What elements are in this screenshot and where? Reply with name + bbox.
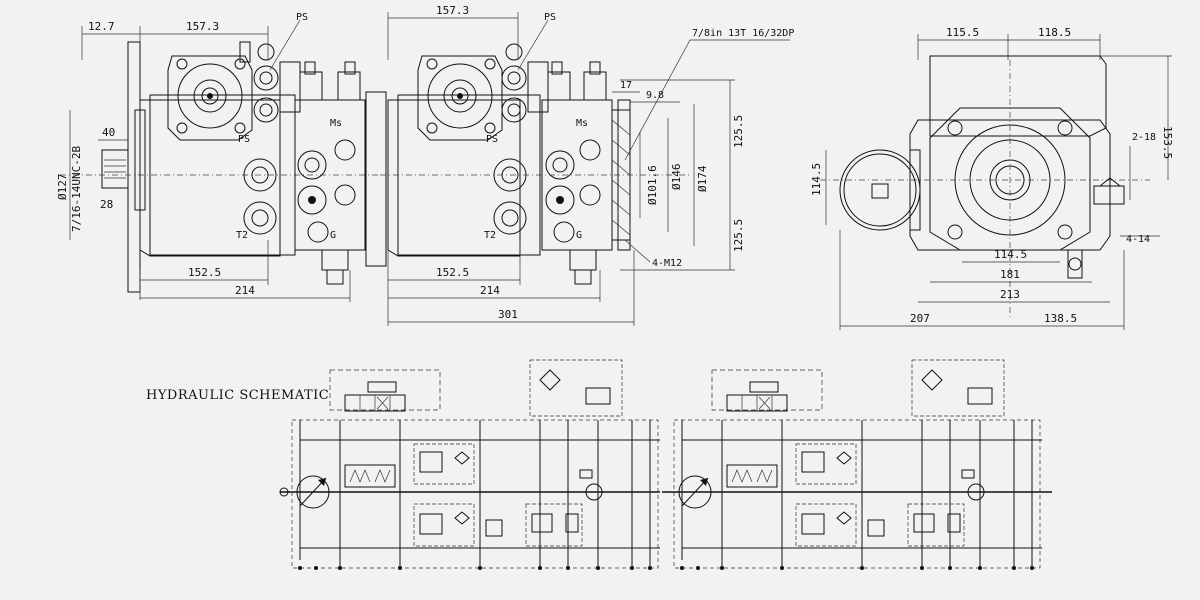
dim-9-8: 9.8 <box>646 90 664 101</box>
label-g-1: G <box>330 230 336 241</box>
label-t2-2: T2 <box>484 230 496 241</box>
label-g-2: G <box>576 230 582 241</box>
hole-2-18: 2-18 <box>1132 132 1156 143</box>
label-ps-top-2: PS <box>544 12 556 23</box>
label-t2-1: T2 <box>236 230 248 241</box>
label-ps-2: PS <box>486 134 498 145</box>
thread-spec: 7/16-14UNC-2B <box>70 146 83 232</box>
port-markers-2 <box>680 566 1034 570</box>
label-ms-2: Ms <box>576 118 588 129</box>
port-markers-1 <box>298 566 652 570</box>
dim-114-5-v: 114.5 <box>810 163 823 196</box>
coupling-plate <box>365 91 387 267</box>
dia-146: Ø146 <box>670 164 683 191</box>
front-view-2: 157.3 PS PS T2 <box>380 4 794 326</box>
dim-157-3-a: 157.3 <box>186 20 219 33</box>
dia-127: Ø127 <box>56 174 69 201</box>
dim-181: 181 <box>1000 268 1020 281</box>
dia-174: Ø174 <box>696 165 709 192</box>
dim-214-b: 214 <box>480 284 500 297</box>
front-view-1: 12.7 157.3 Ø127 7/16-14UNC-2B 40 28 <box>56 12 380 302</box>
dim-114-5-h: 114.5 <box>994 248 1027 261</box>
dim-301: 301 <box>498 308 518 321</box>
schematic-unit-2 <box>662 359 1052 570</box>
dim-12-7: 12.7 <box>88 20 115 33</box>
dim-213: 213 <box>1000 288 1020 301</box>
dim-125-5-bot: 125.5 <box>732 219 745 252</box>
dim-138-5: 138.5 <box>1044 312 1077 325</box>
schematic-unit-1 <box>279 359 660 570</box>
spline-spec: 7/8in 13T 16/32DP <box>692 28 794 39</box>
dim-207: 207 <box>910 312 930 325</box>
dim-40: 40 <box>102 126 115 139</box>
dim-118-5: 118.5 <box>1038 26 1071 39</box>
dim-214-a: 214 <box>235 284 255 297</box>
hole-4-14: 4-14 <box>1126 234 1150 245</box>
bolt-spec: 4-M12 <box>652 258 682 269</box>
dim-28: 28 <box>100 198 113 211</box>
dim-157-3-b: 157.3 <box>436 4 469 17</box>
dim-152-5-a: 152.5 <box>188 266 221 279</box>
label-ps-1: PS <box>238 134 250 145</box>
dim-152-5-b: 152.5 <box>436 266 469 279</box>
dim-17: 17 <box>620 80 632 91</box>
dim-153-5: 153.5 <box>1161 126 1174 159</box>
side-view: 115.5 118.5 2-18 4-14 153.5 <box>810 26 1174 330</box>
dim-115-5: 115.5 <box>946 26 979 39</box>
label-ps-top-1: PS <box>296 12 308 23</box>
dia-101-6: Ø101.6 <box>646 165 659 205</box>
dim-125-5-top: 125.5 <box>732 115 745 148</box>
schematic-title: HYDRAULIC SCHEMATIC <box>146 388 329 403</box>
label-ms-1: Ms <box>330 118 342 129</box>
